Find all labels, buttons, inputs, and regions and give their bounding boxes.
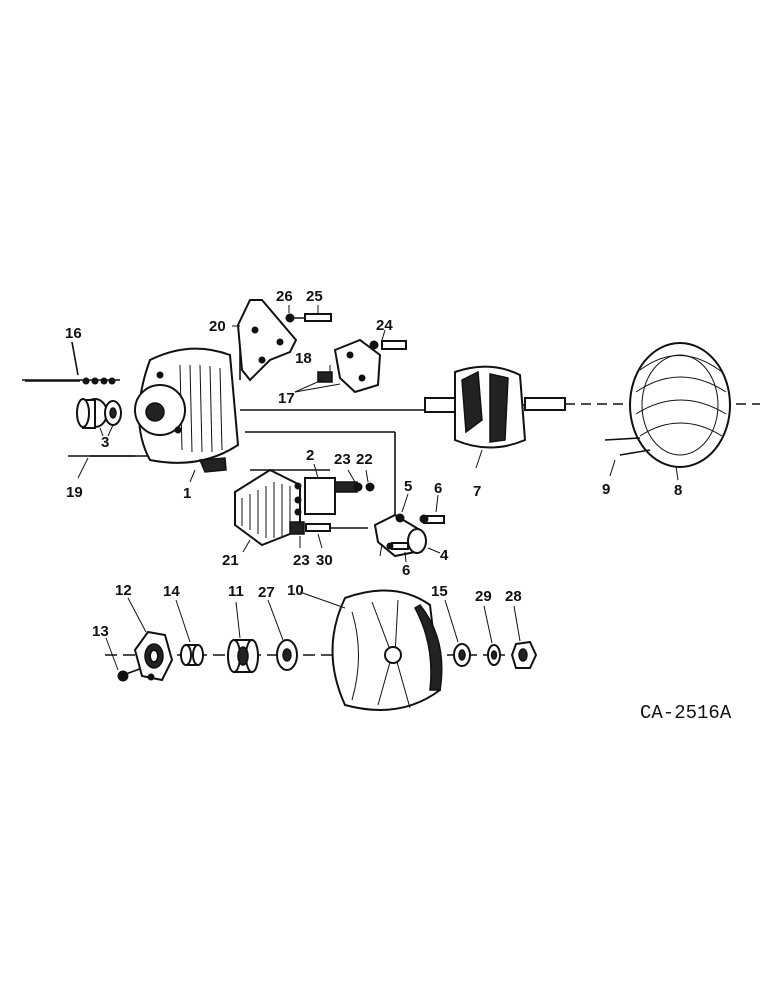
stator-part-8 bbox=[629, 342, 731, 481]
drive-end-frame-part-10 bbox=[299, 589, 443, 711]
callout-15: 15 bbox=[431, 583, 448, 600]
terminal-part-23-30 bbox=[289, 521, 331, 549]
screw-part-6a bbox=[419, 494, 445, 524]
callout-14: 14 bbox=[163, 583, 180, 600]
callout-8: 8 bbox=[674, 482, 682, 499]
bolt-part-25 bbox=[304, 305, 332, 322]
drawing-code: CA-2516A bbox=[640, 702, 732, 724]
brush-holder-part-18 bbox=[317, 338, 382, 394]
callout-22: 22 bbox=[356, 451, 373, 468]
screw-part-5 bbox=[395, 493, 409, 523]
callout-20: 20 bbox=[209, 318, 226, 335]
retainer-plate-part-12 bbox=[127, 597, 174, 682]
callout-6a: 6 bbox=[434, 480, 442, 497]
bearing-part-3 bbox=[76, 398, 122, 437]
callout-19: 19 bbox=[66, 484, 83, 501]
callout-30: 30 bbox=[316, 552, 333, 569]
callout-23b: 23 bbox=[293, 552, 310, 569]
callout-4: 4 bbox=[440, 547, 449, 564]
washer-part-27 bbox=[267, 599, 298, 671]
callout-21: 21 bbox=[222, 552, 239, 569]
through-bolt-part-16 bbox=[25, 341, 116, 385]
callout-29: 29 bbox=[475, 588, 492, 605]
callout-9: 9 bbox=[602, 481, 610, 498]
callout-10: 10 bbox=[287, 582, 304, 599]
rectifier-part-21 bbox=[234, 468, 301, 553]
mounting-bracket-part-20 bbox=[232, 299, 298, 382]
callout-5: 5 bbox=[404, 478, 412, 495]
callout-17: 17 bbox=[278, 390, 295, 407]
callout-12: 12 bbox=[115, 582, 132, 599]
washer-part-29 bbox=[483, 605, 501, 666]
callout-7: 7 bbox=[473, 483, 481, 500]
washer-part-22 bbox=[365, 469, 375, 492]
callout-23a: 23 bbox=[334, 451, 351, 468]
regulator-part-2 bbox=[294, 463, 358, 516]
callout-25: 25 bbox=[306, 288, 323, 305]
washer-part-23 bbox=[347, 469, 363, 492]
stud-part-19 bbox=[68, 455, 135, 479]
bearing-part-11 bbox=[227, 601, 259, 673]
callout-2: 2 bbox=[306, 447, 314, 464]
callout-13: 13 bbox=[92, 623, 109, 640]
callout-28: 28 bbox=[505, 588, 522, 605]
callout-16: 16 bbox=[65, 325, 82, 342]
callout-6b: 6 bbox=[402, 562, 410, 579]
callout-26: 26 bbox=[276, 288, 293, 305]
screw-part-6b bbox=[379, 542, 409, 563]
nut-part-28 bbox=[510, 605, 538, 669]
callout-11: 11 bbox=[228, 583, 244, 600]
washer-part-26 bbox=[285, 305, 295, 323]
callout-18: 18 bbox=[295, 350, 312, 367]
callout-24: 24 bbox=[376, 317, 393, 334]
spacer-part-14 bbox=[175, 599, 204, 666]
spacer-part-15 bbox=[444, 599, 471, 667]
callout-1: 1 bbox=[183, 485, 191, 502]
callout-labels: 1 2 3 4 5 6 6 7 8 9 10 11 12 13 14 15 16… bbox=[65, 288, 682, 640]
screw-part-24 bbox=[369, 329, 407, 350]
brush-part-17 bbox=[294, 379, 341, 393]
front-housing-part bbox=[134, 347, 240, 483]
callout-3: 3 bbox=[101, 434, 109, 451]
lead-part-9 bbox=[604, 437, 651, 477]
rotor-part-7 bbox=[424, 365, 566, 469]
callout-27: 27 bbox=[258, 584, 275, 601]
